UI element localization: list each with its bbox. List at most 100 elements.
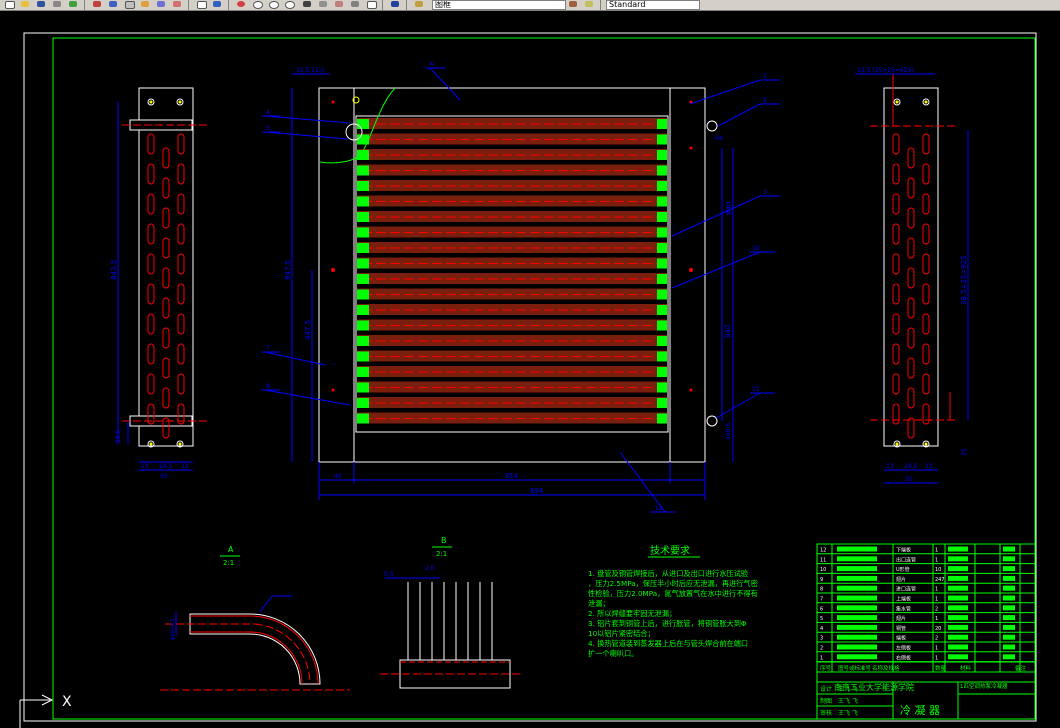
layer-select[interactable]: 图框 [432,0,566,10]
tube-end-left [357,351,369,362]
fin-slot [147,283,155,305]
balloon-5: 5 [266,125,270,132]
layer-icon[interactable] [412,0,426,9]
paste-icon[interactable] [138,0,152,9]
bom-note [1003,654,1015,660]
bom-code [837,634,877,640]
style-select[interactable]: Standard [606,0,700,10]
bom-row-number: 1 [820,655,823,661]
sheet-set-icon[interactable] [348,0,362,9]
tube-end-left [357,336,369,346]
bom-code [837,644,877,650]
left-bottom-dim-1: 22.5 [115,429,122,443]
fin-slot [922,283,930,305]
zoom-realtime-icon[interactable] [234,0,248,9]
zoom-window-icon[interactable] [250,0,264,9]
front-left-height-dim: 947.5 [284,260,292,280]
bom-material [948,624,968,630]
match-icon[interactable] [154,0,168,9]
tube-end-right [657,336,667,346]
fin-slot [147,193,155,215]
zoom-previous-icon[interactable] [266,0,280,9]
open-icon[interactable] [18,0,32,9]
fin-slot [907,357,915,379]
bom-note [1003,595,1015,601]
layer-previous-icon[interactable] [566,0,580,9]
fin-slot [892,283,900,305]
balloon-4: 4 [266,109,270,116]
title-header-cell: 图号或标准号 [838,664,872,672]
fin-slot [162,297,170,319]
pan-icon[interactable] [194,0,208,9]
layer-state-icon[interactable] [582,0,596,9]
bom-part-name: 集水管 [896,605,911,612]
bom-part-name: 端板 [896,635,906,642]
help-icon[interactable] [388,0,402,9]
plot-icon[interactable] [66,0,80,9]
bom-part-name: 进口连管 [896,586,916,593]
balloon-2: 2 [763,97,767,104]
drawing-canvas[interactable]: 843.5 22.5 13 24.5 13 50 [0,10,1060,728]
title-header-cell: 材料 [960,664,972,672]
bom-code [837,654,877,660]
format-icon[interactable] [170,0,184,9]
title-header-cell: 备注 [1015,664,1027,672]
ucs-icon: X [19,694,72,728]
tube-end-right [657,165,667,176]
right-top-dim: 12.5 (25×25=625) [857,67,914,74]
properties-icon[interactable] [300,0,314,9]
front-top-left-dim: 12.5 12.5 [296,67,325,74]
bom-part-name: 左侧板 [896,645,911,652]
new-icon[interactable] [2,0,16,9]
tube-end-right [657,258,667,269]
balloon-10: 10 [752,245,760,252]
fin-slot [892,403,900,425]
bom-quantity: 2 [935,636,938,642]
detail-b-label: B [441,536,447,545]
bom-quantity: 1 [935,616,938,622]
fin-slot [922,163,930,185]
bom-row-number: 9 [820,577,823,583]
tube-end-left [357,289,369,300]
undo-icon[interactable] [90,0,104,9]
tool-palette-icon[interactable] [332,0,346,9]
fin-slot [907,177,915,199]
title-header-cell: 名称及规格 [872,664,900,672]
tube-end-left [357,398,369,408]
print-icon[interactable] [50,0,64,9]
save-icon[interactable] [34,0,48,9]
front-right-top-dim: 64 [715,135,723,142]
design-center-icon[interactable] [316,0,330,9]
bom-code [837,575,877,581]
fin-slot [907,267,915,289]
bom-material [948,634,968,640]
bom-row-number: 8 [820,587,823,593]
fin-slot [922,133,930,155]
fin-slot [892,313,900,335]
fin-slot [892,223,900,245]
fin-slot [922,343,930,365]
arrow-icon[interactable] [210,0,224,9]
tube-end-right [657,413,667,424]
balloon-12: 12 [655,505,663,512]
bom-row-number: 10 [820,567,826,573]
bom-row-number: 12 [820,548,826,554]
zoom-icon[interactable] [282,0,296,9]
fin-slot [892,163,900,185]
fin-slot [147,313,155,335]
tube-end-left [357,382,369,393]
detail-a-label: A [228,545,234,554]
bom-material [948,556,968,562]
tube-end-right [657,305,667,315]
bom-note [1003,605,1015,611]
copy-icon[interactable] [122,0,136,9]
balloon-3: 3 [763,189,767,196]
project-name: 1匹空调热泵冷凝器 [960,682,1008,690]
bom-material [948,546,968,552]
fin-slot [162,387,170,409]
markup-icon[interactable] [364,0,378,9]
fin-slot [907,207,915,229]
bom-code [837,566,877,572]
front-right-sub-dim: 840 [724,325,732,338]
redo-icon[interactable] [106,0,120,9]
